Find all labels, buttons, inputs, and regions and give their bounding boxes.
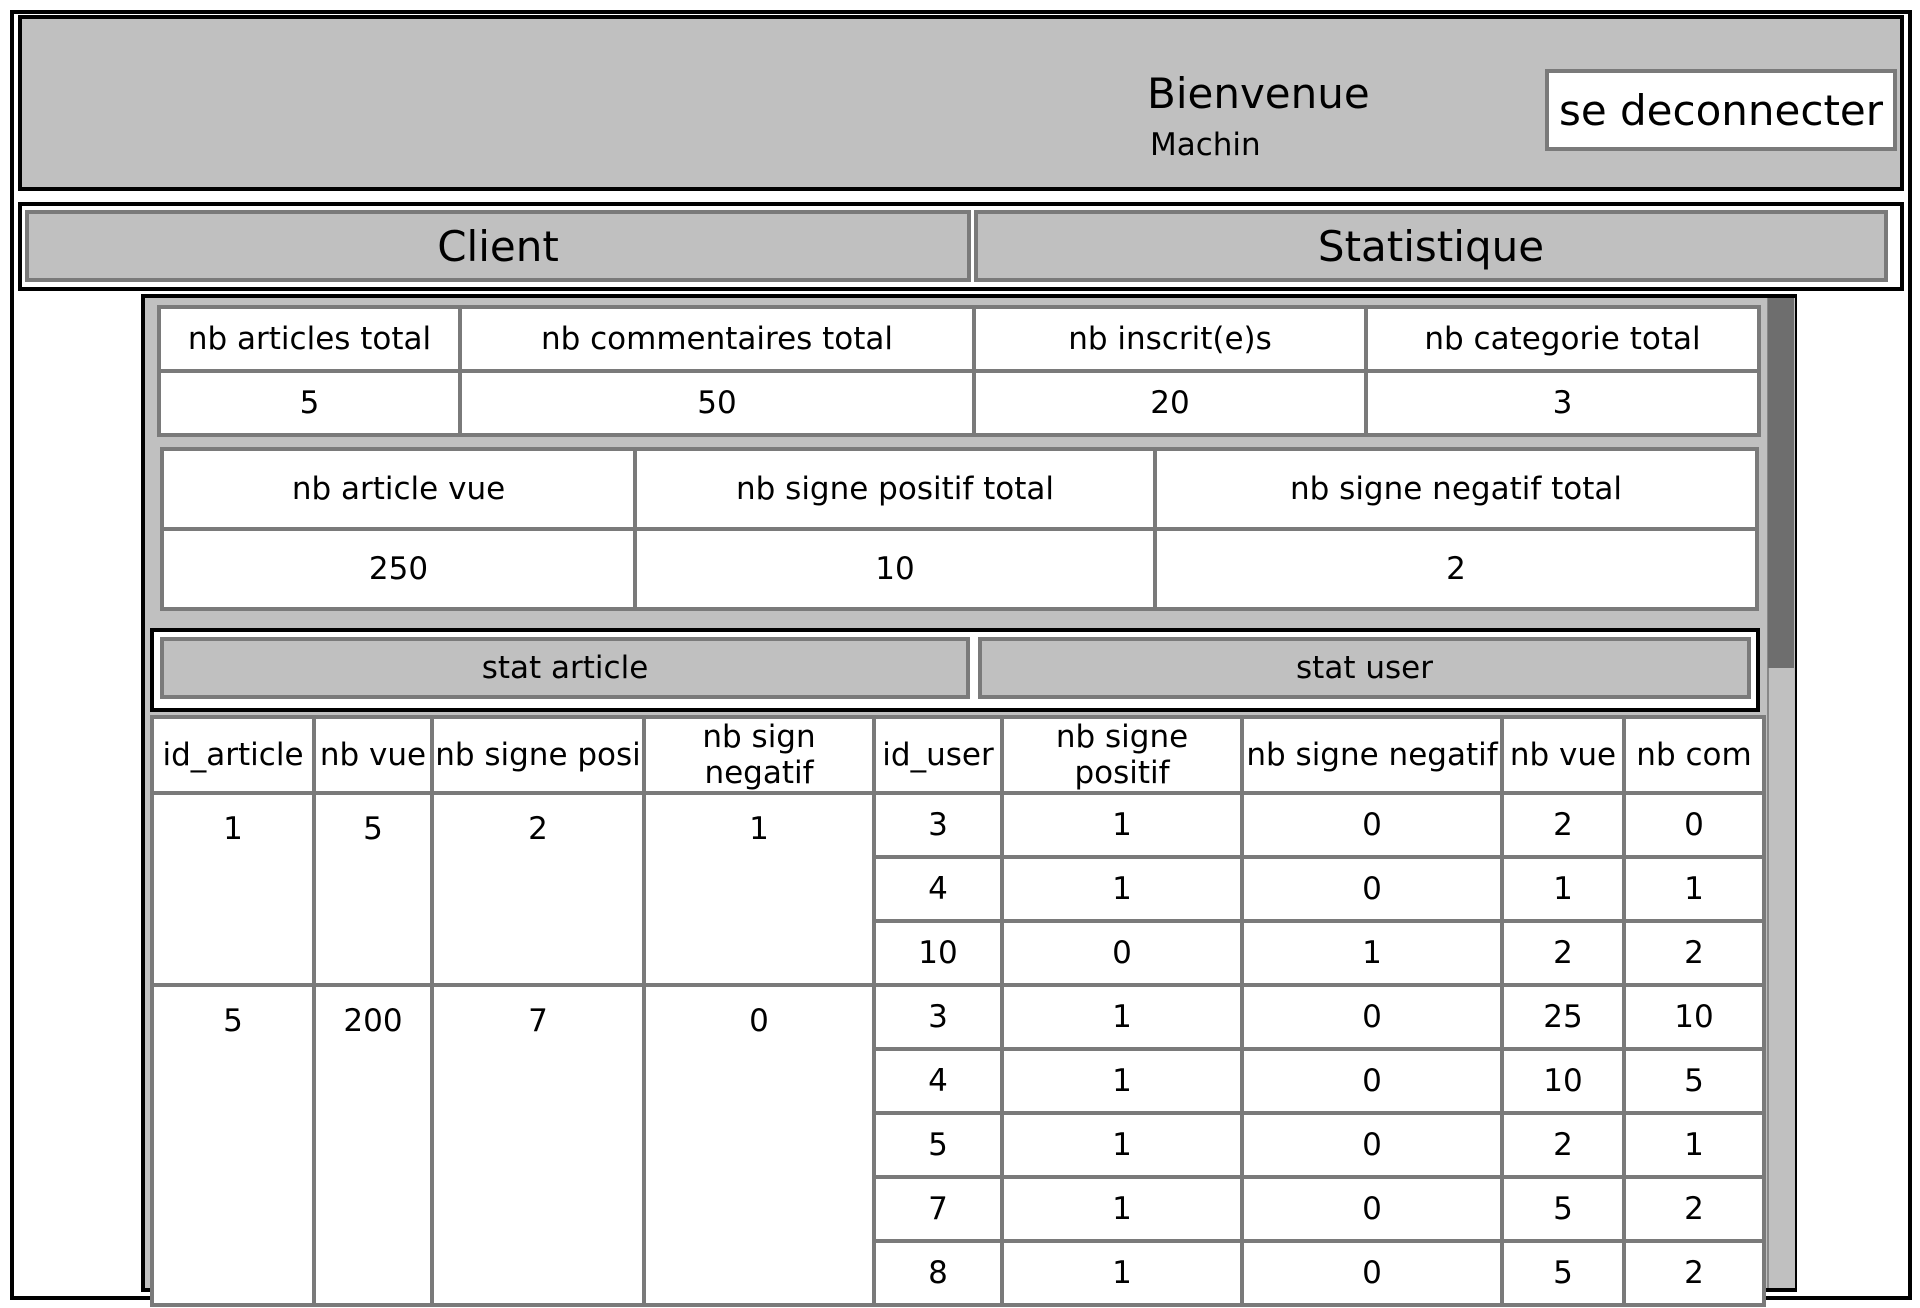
summary-header-cell: nb categorie total — [1364, 305, 1761, 373]
header-bar: Bienvenue Machin se deconnecter — [18, 15, 1904, 191]
user-id-cell: 10 — [872, 919, 1004, 987]
user-id-cell: 3 — [872, 983, 1004, 1051]
article-vue-cell: 5 — [312, 791, 434, 987]
user-com-cell: 1 — [1622, 1111, 1766, 1179]
user-vue-cell: 5 — [1500, 1175, 1626, 1243]
user-com-cell: 10 — [1622, 983, 1766, 1051]
article-negative-cell: 0 — [642, 983, 876, 1307]
table-row: 7 1 0 5 2 — [152, 1175, 1766, 1243]
user-vue-cell: 10 — [1500, 1047, 1626, 1115]
user-positive-cell: 1 — [1000, 791, 1244, 859]
summary-header-cell: nb inscrit(e)s — [972, 305, 1368, 373]
user-com-cell: 2 — [1622, 1175, 1766, 1243]
table-row: 10 0 1 2 2 — [152, 919, 1766, 987]
article-id-cell: 1 — [150, 791, 316, 987]
user-id-cell: 5 — [872, 1111, 1004, 1179]
user-id-cell: 7 — [872, 1175, 1004, 1243]
user-vue-cell: 5 — [1500, 1239, 1626, 1307]
user-positive-cell: 1 — [1000, 855, 1244, 923]
summary-value-cell: 20 — [972, 369, 1368, 437]
user-positive-cell: 1 — [1000, 1175, 1244, 1243]
table-row: 4 1 0 1 1 — [152, 855, 1766, 923]
logout-button[interactable]: se deconnecter — [1545, 69, 1897, 151]
user-negative-cell: 0 — [1240, 1175, 1504, 1243]
summary-totals-table: nb articles total nb commentaires total … — [157, 305, 1761, 437]
summary-signs-table: nb article vue nb signe positif total nb… — [160, 447, 1759, 611]
column-header: nb vue — [312, 715, 434, 795]
welcome-text: Bienvenue — [1147, 69, 1370, 118]
column-header: nb signe positif — [1000, 715, 1244, 795]
column-header: nb signe posi — [430, 715, 646, 795]
user-positive-cell: 1 — [1000, 1239, 1244, 1307]
username-text: Machin — [1150, 127, 1261, 163]
table-row: 4 1 0 10 5 — [152, 1047, 1766, 1115]
column-header: nb vue — [1500, 715, 1626, 795]
table-row: 1 5 2 1 3 1 0 2 0 — [150, 791, 1766, 987]
summary-value-cell: 50 — [458, 369, 976, 437]
summary-header-cell: nb commentaires total — [458, 305, 976, 373]
user-negative-cell: 0 — [1240, 791, 1504, 859]
summary-header-cell: nb article vue — [160, 447, 637, 531]
article-negative-cell: 1 — [642, 791, 876, 987]
user-positive-cell: 1 — [1000, 983, 1244, 1051]
table-header-row: id_article nb vue nb signe posi nb sign … — [150, 715, 1766, 795]
summary-header-cell: nb signe negatif total — [1153, 447, 1759, 531]
user-negative-cell: 1 — [1240, 919, 1504, 987]
user-com-cell: 2 — [1622, 1239, 1766, 1307]
user-com-cell: 1 — [1622, 855, 1766, 923]
summary-header-cell: nb signe positif total — [633, 447, 1157, 531]
user-com-cell: 2 — [1622, 919, 1766, 987]
user-id-cell: 4 — [872, 855, 1004, 923]
user-id-cell: 4 — [872, 1047, 1004, 1115]
table-row: 5 1 0 2 1 — [152, 1111, 1766, 1179]
user-com-cell: 0 — [1622, 791, 1766, 859]
nav-client-button[interactable]: Client — [25, 210, 971, 282]
user-positive-cell: 1 — [1000, 1111, 1244, 1179]
user-vue-cell: 2 — [1500, 791, 1626, 859]
table-row: 5 200 7 0 3 1 0 25 10 — [150, 983, 1766, 1307]
article-positive-cell: 2 — [430, 791, 646, 987]
user-negative-cell: 0 — [1240, 1111, 1504, 1179]
column-header: id_user — [872, 715, 1004, 795]
column-header: nb signe negatif — [1240, 715, 1504, 795]
user-com-cell: 5 — [1622, 1047, 1766, 1115]
user-id-cell: 8 — [872, 1239, 1004, 1307]
article-id-cell: 5 — [150, 983, 316, 1307]
column-header: id_article — [150, 715, 316, 795]
summary-value-cell: 3 — [1364, 369, 1761, 437]
user-positive-cell: 0 — [1000, 919, 1244, 987]
user-id-cell: 3 — [872, 791, 1004, 859]
user-vue-cell: 1 — [1500, 855, 1626, 923]
scrollbar-thumb[interactable] — [1768, 298, 1794, 668]
user-vue-cell: 2 — [1500, 1111, 1626, 1179]
table-row: 8 1 0 5 2 — [152, 1239, 1766, 1307]
column-header: nb sign negatif — [642, 715, 876, 795]
summary-value-cell: 250 — [160, 527, 637, 611]
article-vue-cell: 200 — [312, 983, 434, 1307]
summary-value-cell: 2 — [1153, 527, 1759, 611]
stat-user-tab[interactable]: stat user — [978, 637, 1751, 699]
article-positive-cell: 7 — [430, 983, 646, 1307]
column-header: nb com — [1622, 715, 1766, 795]
user-positive-cell: 1 — [1000, 1047, 1244, 1115]
summary-value-cell: 10 — [633, 527, 1157, 611]
user-negative-cell: 0 — [1240, 855, 1504, 923]
user-vue-cell: 25 — [1500, 983, 1626, 1051]
detail-stats-table: id_article nb vue nb signe posi nb sign … — [150, 715, 1766, 1307]
user-negative-cell: 0 — [1240, 1239, 1504, 1307]
user-negative-cell: 0 — [1240, 1047, 1504, 1115]
user-vue-cell: 2 — [1500, 919, 1626, 987]
stat-article-tab[interactable]: stat article — [160, 637, 970, 699]
nav-statistique-button[interactable]: Statistique — [974, 210, 1888, 282]
summary-header-cell: nb articles total — [157, 305, 462, 373]
summary-value-cell: 5 — [157, 369, 462, 437]
user-negative-cell: 0 — [1240, 983, 1504, 1051]
